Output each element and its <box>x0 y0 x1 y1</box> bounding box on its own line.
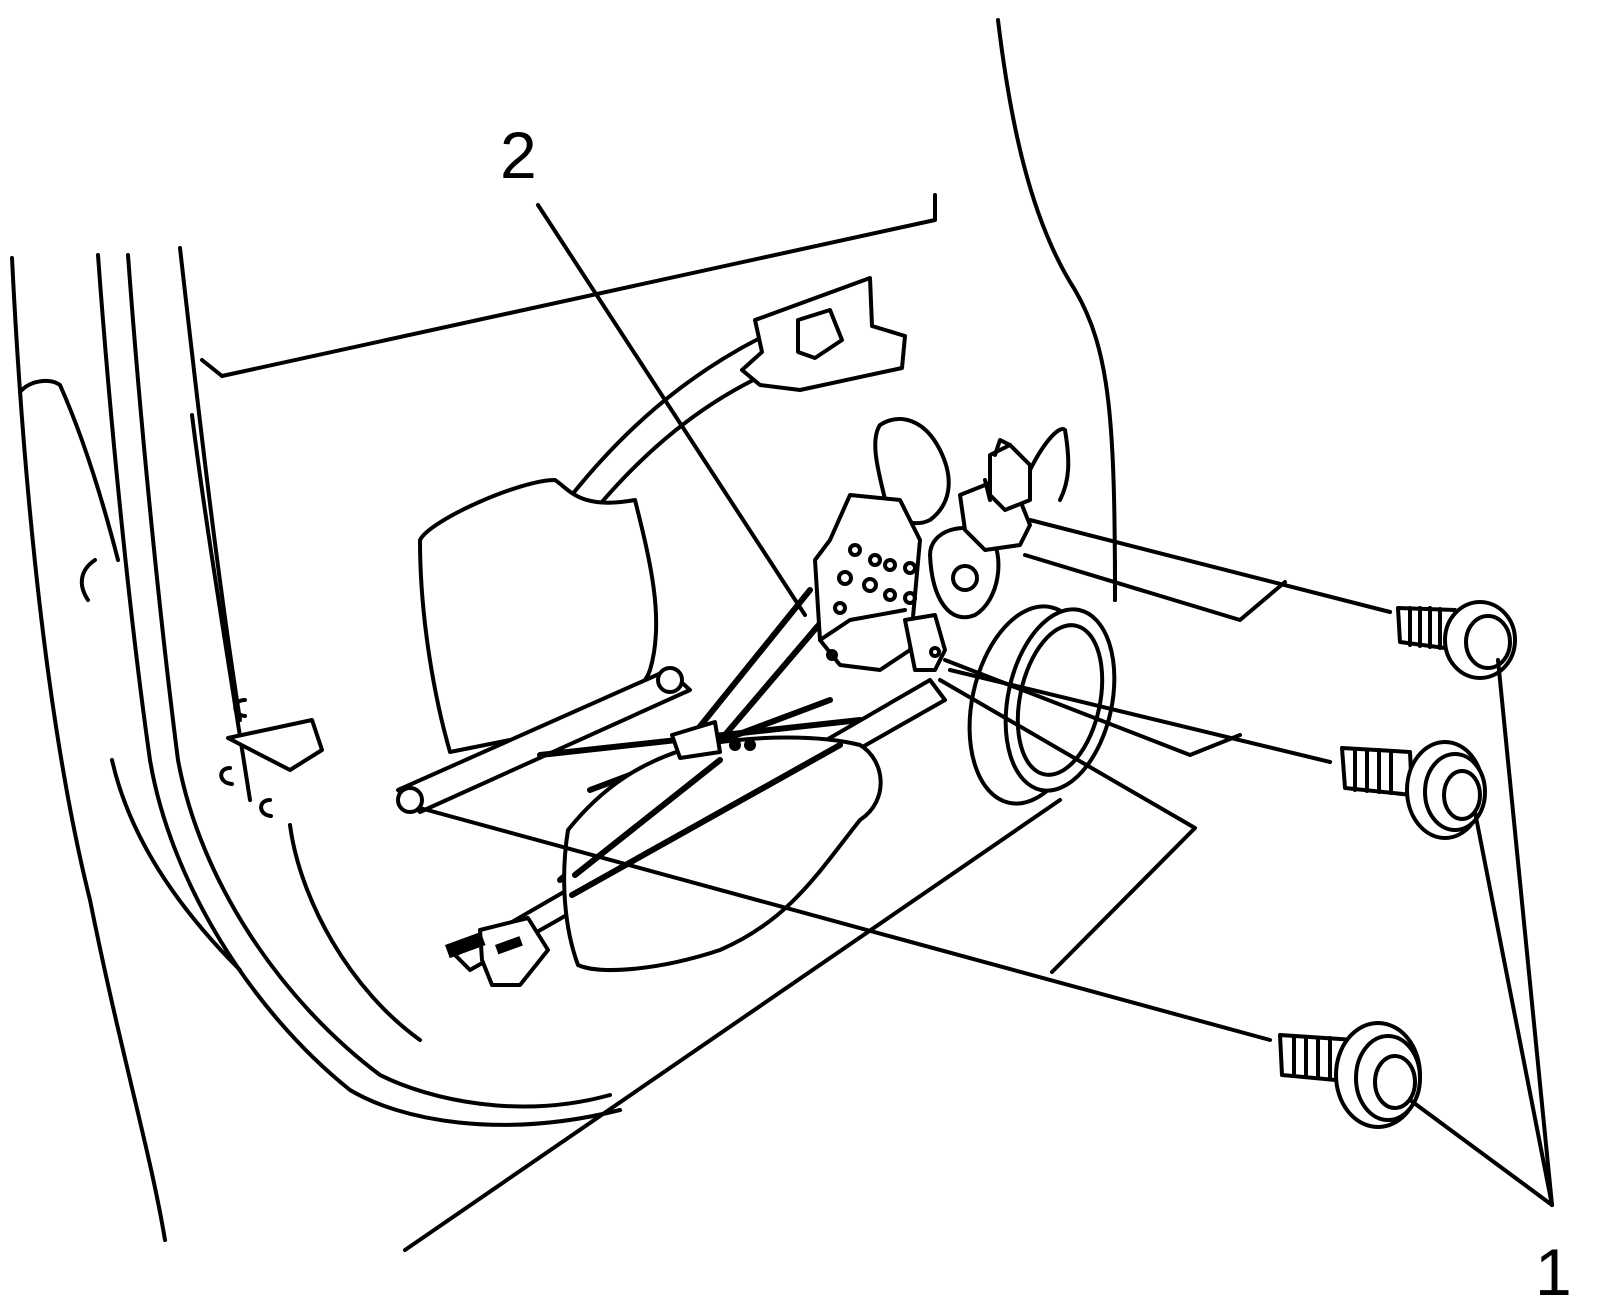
bolt-lower <box>1278 1021 1422 1129</box>
door-inner-panel <box>10 18 1117 1252</box>
trim-clips <box>219 698 324 818</box>
regulator-arms <box>396 587 947 987</box>
speaker-opening <box>967 604 1117 806</box>
regulator-motor <box>813 417 1071 672</box>
callout-2-leader <box>536 203 807 617</box>
bolt-leader-lines <box>418 518 1392 1042</box>
callout-label-1: 1 <box>1535 1235 1572 1308</box>
glass-panel <box>418 478 659 754</box>
callout-1-leaders <box>1408 658 1554 1207</box>
callout-label-2: 2 <box>500 118 537 192</box>
bolt-middle <box>1340 740 1487 840</box>
